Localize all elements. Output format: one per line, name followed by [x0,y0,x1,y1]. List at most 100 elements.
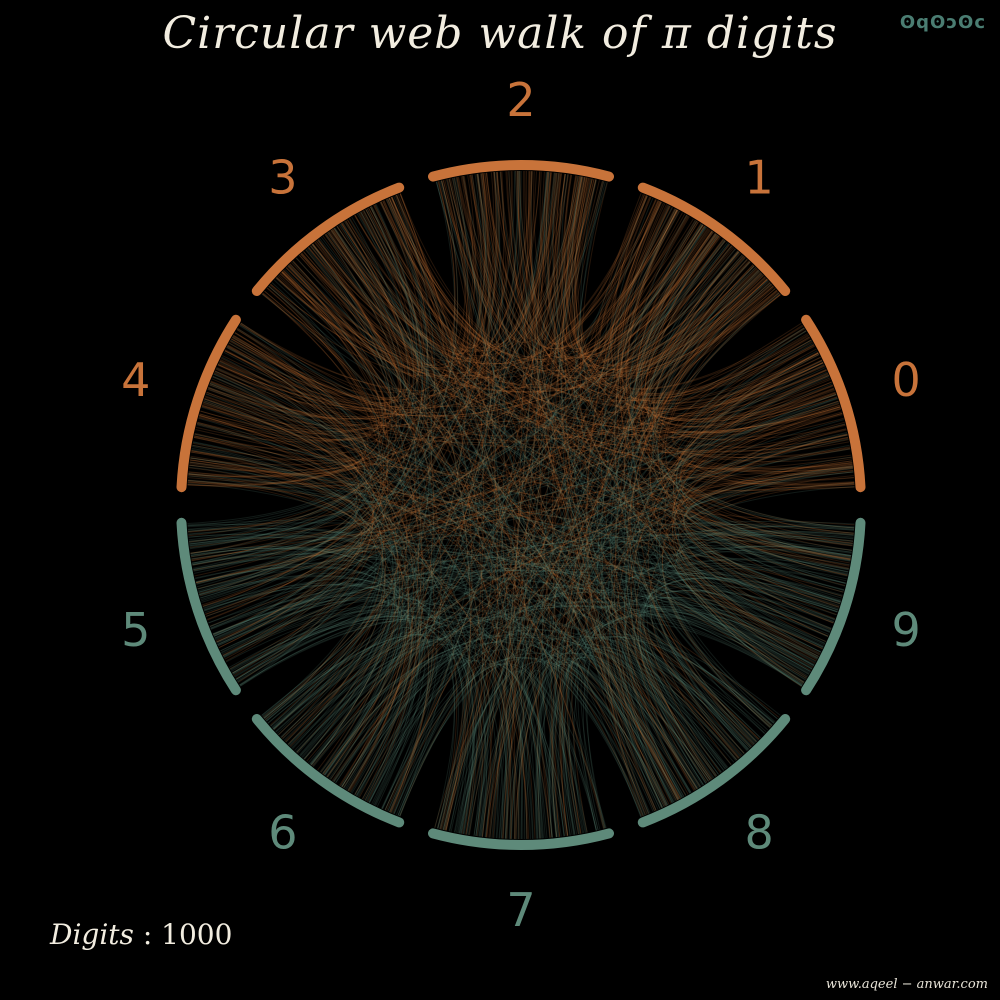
walk-chord [361,173,487,350]
walk-chord [330,229,680,800]
walk-chord [340,223,849,452]
walk-chord [517,669,587,840]
walk-chord [191,482,855,560]
walk-chord [468,286,775,835]
walk-chord [317,239,835,622]
walk-chord [654,258,851,561]
walk-chord [212,578,809,677]
walk-chord [393,196,580,834]
walk-chord [239,617,667,806]
walk-chord [677,352,852,470]
walk-chord [192,441,365,653]
walk-chord [685,469,854,570]
walk-chord [341,444,850,788]
walk-chord [240,616,687,796]
walk-chord [189,534,829,638]
walk-chord [197,567,390,754]
walk-chord [289,263,849,453]
walk-chord [207,173,566,420]
digit-label-5: 5 [121,603,150,657]
walk-chord [231,338,847,454]
digit-label-4: 4 [121,353,150,407]
walk-chord [344,220,803,687]
walk-chord [232,554,848,674]
walk-chord [239,620,465,832]
walk-chord [222,287,385,656]
walk-chord [480,549,852,837]
walk-chord [209,290,778,627]
walk-chord [286,222,420,377]
walk-chord [445,179,825,646]
walk-chord [217,598,413,793]
walk-chord [264,290,687,796]
walk-chord [439,180,846,584]
walk-chord [205,362,824,444]
walk-chord [262,177,591,718]
walk-chord [303,171,548,760]
walk-chord [188,406,359,485]
walk-chord [270,195,649,377]
walk-chord [306,248,433,803]
walk-chord [212,375,769,731]
walk-chord [230,338,853,544]
walk-chord [678,544,851,648]
walk-chord [264,634,475,835]
walk-chord [190,457,780,718]
walk-chord [635,220,854,534]
walk-chord [224,342,375,660]
walk-chord [200,198,428,599]
walk-chord [198,417,471,834]
walk-chord [455,177,508,839]
walk-chord [322,231,424,371]
walk-chord [515,433,848,840]
walk-chord [617,636,749,793]
walk-chord [273,198,436,731]
walk-chord [500,671,513,839]
walk-chord [686,460,853,547]
walk-chord [571,250,739,833]
walk-chord [200,175,476,433]
walk-chord [679,546,849,631]
walk-chord [218,173,488,649]
walk-chord [310,212,430,765]
walk-chord [359,179,470,352]
walk-chord [564,635,775,835]
walk-chord [216,599,430,813]
walk-chord [189,464,357,572]
walk-chord [202,220,409,432]
walk-chord [278,274,752,748]
walk-chord [485,467,854,838]
walk-chord [203,400,750,750]
walk-chord [580,179,806,681]
walk-chord [554,336,810,837]
walk-chord [617,221,736,371]
walk-chord [196,423,665,807]
walk-chord [272,591,824,729]
walk-chord [190,547,403,784]
walk-chord [629,271,761,774]
walk-chord [192,553,413,797]
walk-chord [210,369,827,441]
walk-chord [188,218,694,477]
walk-chord [665,292,850,567]
walk-chord [288,639,438,813]
walk-chord [342,563,847,789]
walk-chord [200,402,840,599]
walk-chord [680,375,853,546]
walk-chord [399,193,553,838]
walk-chord [310,224,424,371]
walk-chord [198,278,768,442]
walk-chord [336,226,812,402]
walk-chord [205,393,383,730]
digit-label-0: 0 [892,353,921,407]
walk-chord [674,394,837,653]
walk-chord [187,228,402,524]
walk-chord [496,171,805,390]
walk-chord [505,545,852,839]
walk-chord [292,261,852,557]
walk-chord [365,209,664,808]
walk-chord [235,618,483,836]
walk-chord [484,633,781,838]
walk-chord [380,201,588,833]
walk-chord [524,170,804,389]
